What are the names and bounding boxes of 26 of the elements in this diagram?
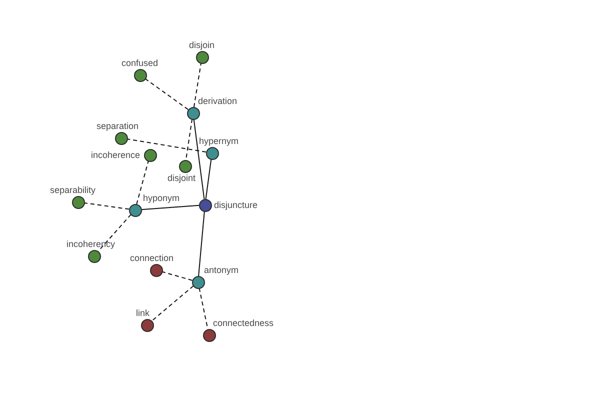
connector-line (151, 285, 194, 322)
connector-line (193, 62, 202, 108)
node-label: derivation (198, 96, 238, 106)
node-label: incoherence (91, 150, 140, 160)
node-label: link (136, 308, 150, 318)
node-label: disjuncture (214, 200, 258, 210)
connector-line (140, 204, 200, 210)
connector-line (198, 210, 205, 277)
node-label: hypernym (199, 136, 239, 146)
node-label: separation (96, 121, 139, 131)
connector-line (83, 202, 130, 210)
node-label: disjoin (189, 40, 215, 50)
node-label: incoherency (66, 239, 116, 249)
node-label: disjoint (168, 173, 196, 183)
connector-line (205, 158, 212, 200)
connector-line (126, 138, 207, 153)
node-label: hyponym (143, 193, 180, 203)
connector-line (144, 78, 189, 110)
node-label: separability (50, 185, 96, 195)
node-label: connection (130, 253, 174, 263)
connector-line (136, 160, 149, 205)
connector-line (193, 118, 205, 200)
connector-line (161, 271, 193, 281)
node-label: connectedness (213, 318, 274, 328)
node-label: antonym (204, 265, 239, 275)
node-label: confused (122, 58, 158, 68)
